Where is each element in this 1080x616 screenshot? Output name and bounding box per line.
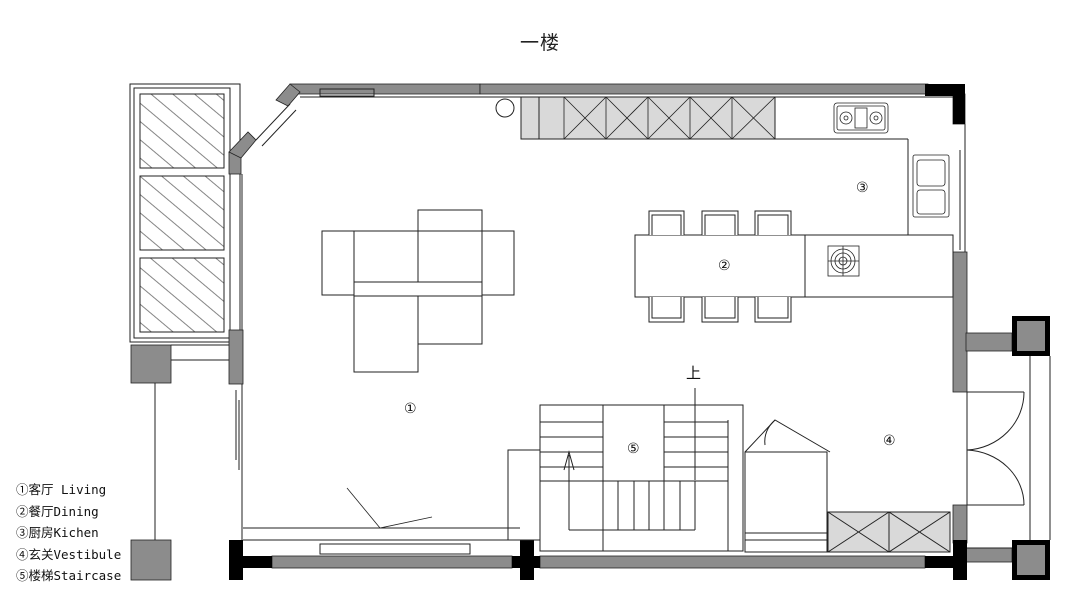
living-furniture xyxy=(321,209,515,373)
room-label-staircase: ⑤ xyxy=(627,441,640,457)
sliding-door xyxy=(346,487,433,529)
vestibule-cabinet xyxy=(744,419,951,553)
stair-up-label: 上 xyxy=(686,364,701,382)
columns xyxy=(229,84,1050,580)
sink-icon xyxy=(912,154,950,218)
legend-item: ②餐厅Dining xyxy=(16,503,99,519)
legend-item: ④玄关Vestibule xyxy=(16,546,122,562)
entrance-doors xyxy=(966,391,1025,506)
staircase xyxy=(507,388,744,552)
walls xyxy=(130,83,1013,581)
range-hood-icon xyxy=(827,245,860,277)
room-label-living: ① xyxy=(404,401,417,417)
cooktop-icon xyxy=(833,102,889,134)
tall-cabinet xyxy=(563,96,776,140)
floor-title: 一楼 xyxy=(519,32,560,54)
legend-item: ①客厅 Living xyxy=(16,482,107,497)
room-label-vestibule: ④ xyxy=(883,433,896,449)
room-label-dining: ② xyxy=(718,258,731,274)
balcony-glazing xyxy=(129,83,241,343)
legend-item: ③厨房Kichen xyxy=(16,525,99,540)
kitchen-counter xyxy=(495,96,953,236)
room-legend: ①客厅 Living ②餐厅Dining ③厨房Kichen ④玄关Vestib… xyxy=(16,479,121,587)
legend-item: ⑤楼梯Staircase xyxy=(16,568,122,583)
dining-set xyxy=(634,210,954,323)
room-label-kitchen: ③ xyxy=(856,180,869,196)
